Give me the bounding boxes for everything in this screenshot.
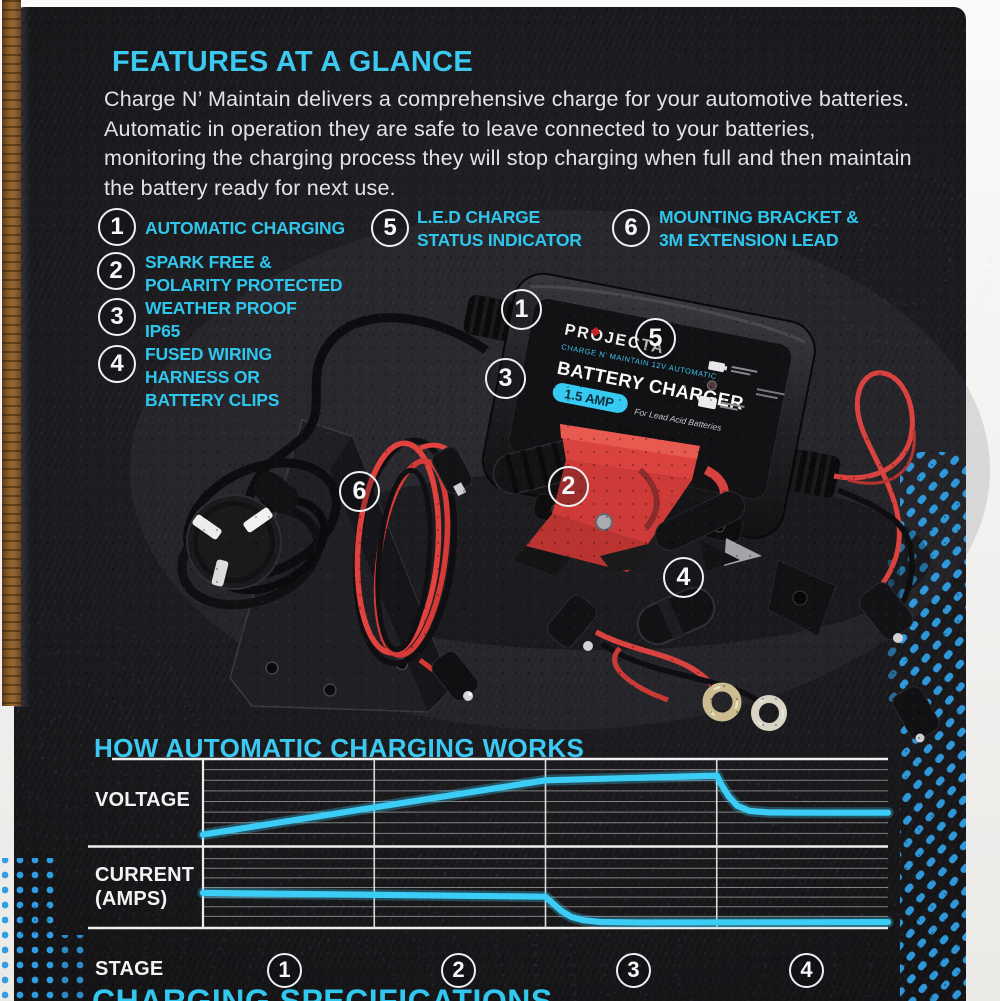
stage-axis-label: STAGE [95,958,164,980]
charging-specifications-heading: CHARGING SPECIFICATIONS [92,983,553,1001]
feature-5-line-2: STATUS INDICATOR [417,230,582,250]
photo-callout-1: 1 [501,289,542,330]
stage-3-marker: 3 [616,953,651,988]
feature-1-line-1: AUTOMATIC CHARGING [145,218,345,238]
chart-series-current-amps- [199,889,892,926]
feature-3-line-2: IP65 [145,321,181,341]
feature-1-label: AUTOMATIC CHARGING [145,217,345,240]
feature-5-line-1: L.E.D CHARGE [417,207,541,227]
current-axis-label-line1: CURRENT [95,864,195,886]
feature-4-line-1: FUSED WIRING [145,344,272,364]
photo-callout-3: 3 [485,358,526,399]
feature-5-number: 5 [371,209,409,247]
features-title: FEATURES AT A GLANCE [112,46,473,78]
photo-callout-2: 2 [548,466,589,507]
stage-4-marker: 4 [789,953,824,988]
feature-3-label: WEATHER PROOF IP65 [145,297,297,343]
photo-callout-5: 5 [635,318,676,359]
chart-series-voltage [199,772,892,838]
feature-1-number: 1 [98,208,136,246]
feature-4-number: 4 [98,345,136,383]
current-axis-label-line2: (AMPS) [95,888,168,910]
feature-2-number: 2 [97,252,135,290]
feature-4-line-2: HARNESS OR [145,367,260,387]
feature-4-line-3: BATTERY CLIPS [145,390,280,410]
features-description: Charge N’ Maintain delivers a comprehens… [104,87,912,200]
voltage-axis-label: VOLTAGE [95,789,191,811]
feature-6-label: MOUNTING BRACKET & 3M EXTENSION LEAD [659,206,859,252]
panel-noise-texture [16,7,966,1001]
feature-5-label: L.E.D CHARGE STATUS INDICATOR [417,206,582,252]
feature-3-number: 3 [98,298,136,336]
photo-callout-6: 6 [339,471,380,512]
feature-6-line-2: 3M EXTENSION LEAD [659,230,839,250]
chart-title: HOW AUTOMATIC CHARGING WORKS [94,733,585,763]
stage-2-marker: 2 [441,953,476,988]
feature-2-line-1: SPARK FREE & [145,252,272,272]
feature-2-label: SPARK FREE & POLARITY PROTECTED [145,251,343,297]
feature-6-number: 6 [612,209,650,247]
stage-1-marker: 1 [267,953,302,988]
feature-4-label: FUSED WIRING HARNESS OR BATTERY CLIPS [145,343,279,412]
feature-6-line-1: MOUNTING BRACKET & [659,207,859,227]
feature-3-line-1: WEATHER PROOF [145,298,297,318]
photo-callout-4: 4 [663,557,704,598]
feature-2-line-2: POLARITY PROTECTED [145,275,343,295]
